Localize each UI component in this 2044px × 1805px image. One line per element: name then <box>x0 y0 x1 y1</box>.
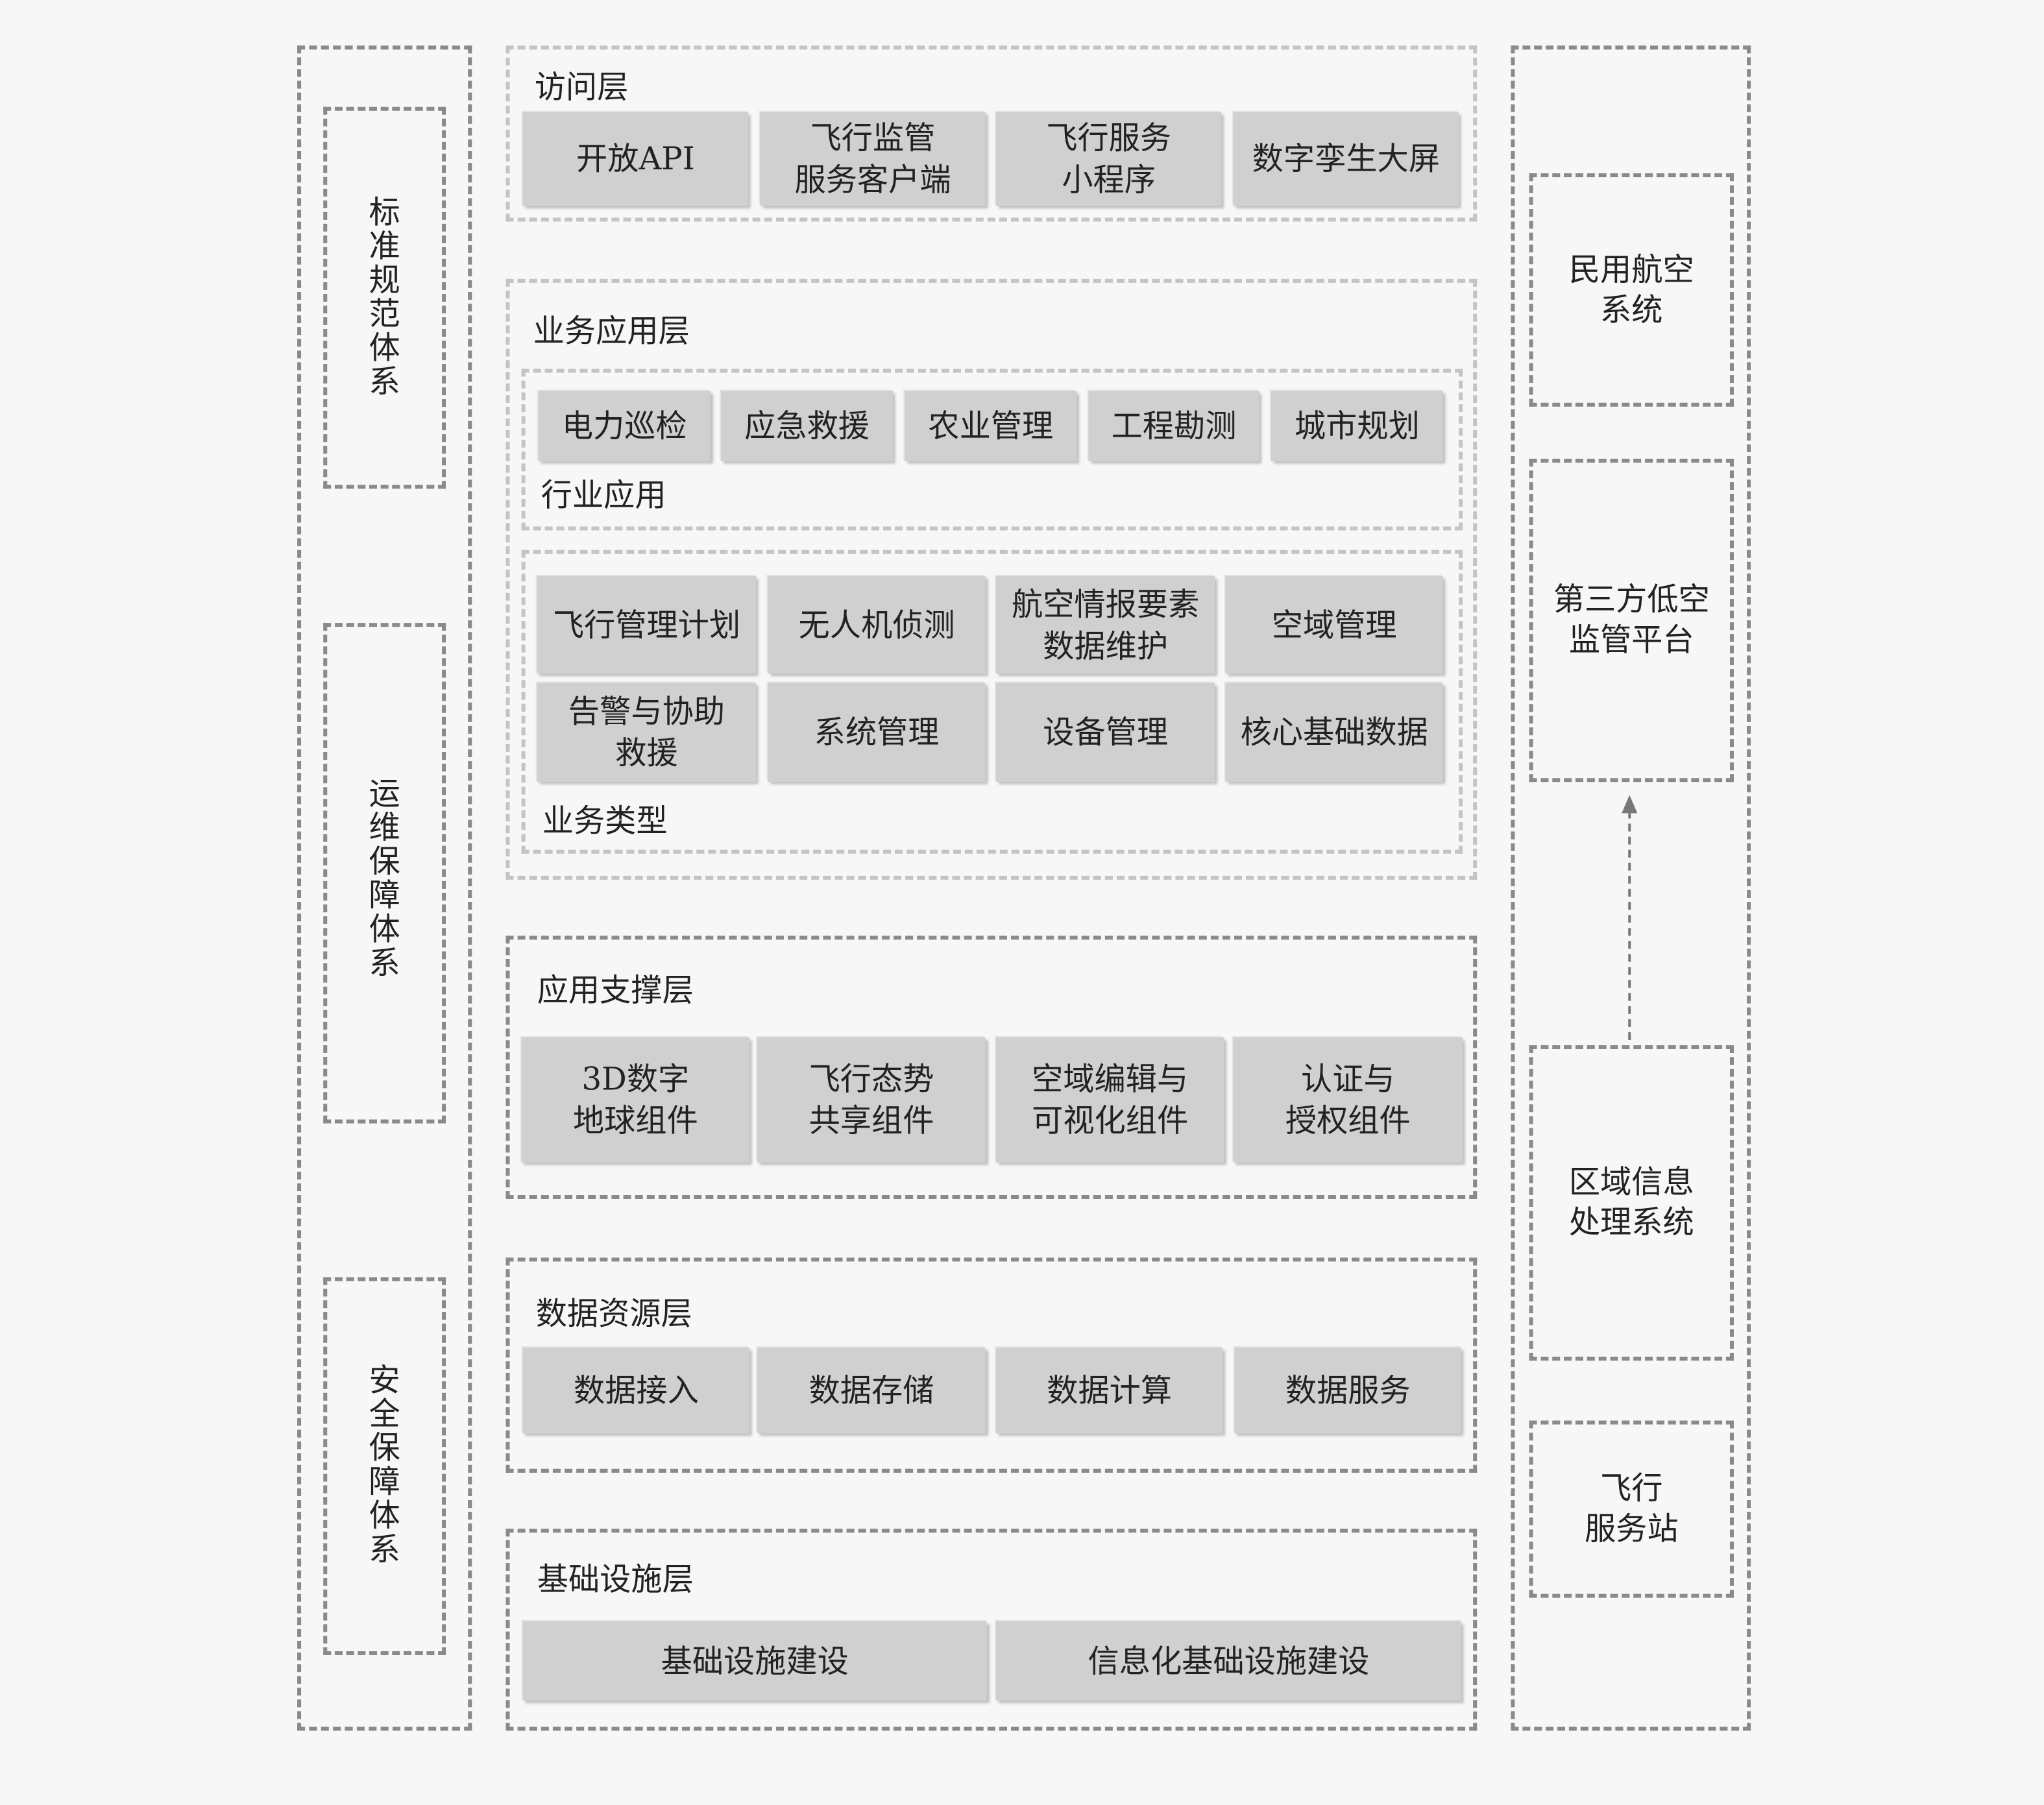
infra-item: 信息化基础设施建设 <box>995 1621 1462 1701</box>
data-item: 数据计算 <box>995 1347 1223 1434</box>
type-item: 空域管理 <box>1225 575 1443 674</box>
civil-aviation-system: 民用航空 系统 <box>1529 173 1734 407</box>
regional-info-label: 区域信息 处理系统 <box>1568 1163 1694 1241</box>
industry-group <box>521 369 1463 531</box>
industry-item: 城市规划 <box>1271 391 1443 462</box>
ops-system-label: 运维保障体系 <box>369 775 400 982</box>
infra-layer <box>505 1529 1478 1731</box>
industry-group-label: 行业应用 <box>541 477 666 514</box>
ops-system-box <box>323 623 446 1124</box>
access-item: 数字孪生大屏 <box>1233 112 1459 206</box>
support-layer-title: 应用支撑层 <box>537 972 694 1009</box>
access-item: 飞行服务 小程序 <box>995 112 1222 206</box>
access-layer-title: 访问层 <box>534 69 629 106</box>
data-item: 数据存储 <box>757 1347 986 1434</box>
flight-service-station: 飞行 服务站 <box>1529 1420 1734 1598</box>
access-item: 飞行监管 服务客户端 <box>760 112 986 206</box>
regional-info-system: 区域信息 处理系统 <box>1529 1045 1734 1361</box>
business-layer-title: 业务应用层 <box>533 313 690 350</box>
support-layer <box>505 936 1478 1200</box>
type-item: 无人机侦测 <box>768 575 986 674</box>
civil-aviation-label: 民用航空 系统 <box>1568 250 1694 328</box>
type-item: 飞行管理计划 <box>537 575 757 674</box>
industry-item: 应急救援 <box>720 391 894 462</box>
types-group <box>521 550 1463 854</box>
support-item: 空域编辑与 可视化组件 <box>995 1037 1224 1163</box>
types-group-label: 业务类型 <box>542 803 668 840</box>
data-layer <box>505 1257 1478 1473</box>
data-item: 数据接入 <box>522 1347 750 1434</box>
arrow-up-icon <box>1622 795 1638 1043</box>
industry-item: 电力巡检 <box>538 391 711 462</box>
security-system-label: 安全保障体系 <box>369 1362 400 1568</box>
industry-item: 工程勘测 <box>1088 391 1259 462</box>
standards-system-box <box>323 106 446 489</box>
right-column-frame <box>1511 45 1751 1731</box>
standards-system-label: 标准规范体系 <box>369 194 400 400</box>
third-party-label: 第三方低空 监管平台 <box>1553 581 1710 659</box>
type-item: 航空情报要素 数据维护 <box>995 575 1215 674</box>
type-item: 设备管理 <box>995 683 1215 782</box>
support-item: 飞行态势 共享组件 <box>757 1037 986 1163</box>
data-item: 数据服务 <box>1234 1347 1462 1434</box>
infra-layer-title: 基础设施层 <box>537 1561 694 1598</box>
data-layer-title: 数据资源层 <box>535 1295 692 1332</box>
third-party-platform: 第三方低空 监管平台 <box>1529 459 1734 782</box>
security-system-box <box>323 1277 446 1656</box>
left-column-frame <box>297 45 472 1731</box>
access-layer <box>505 45 1478 222</box>
business-layer <box>505 278 1478 880</box>
infra-item: 基础设施建设 <box>522 1621 987 1701</box>
support-item: 认证与 授权组件 <box>1233 1037 1463 1163</box>
access-item: 开放API <box>522 112 749 206</box>
support-item: 3D数字 地球组件 <box>521 1037 750 1163</box>
type-item: 核心基础数据 <box>1225 683 1443 782</box>
type-item: 系统管理 <box>768 683 986 782</box>
type-item: 告警与协助 救援 <box>537 683 757 782</box>
industry-item: 农业管理 <box>905 391 1077 462</box>
flight-service-label: 飞行 服务站 <box>1584 1470 1679 1547</box>
